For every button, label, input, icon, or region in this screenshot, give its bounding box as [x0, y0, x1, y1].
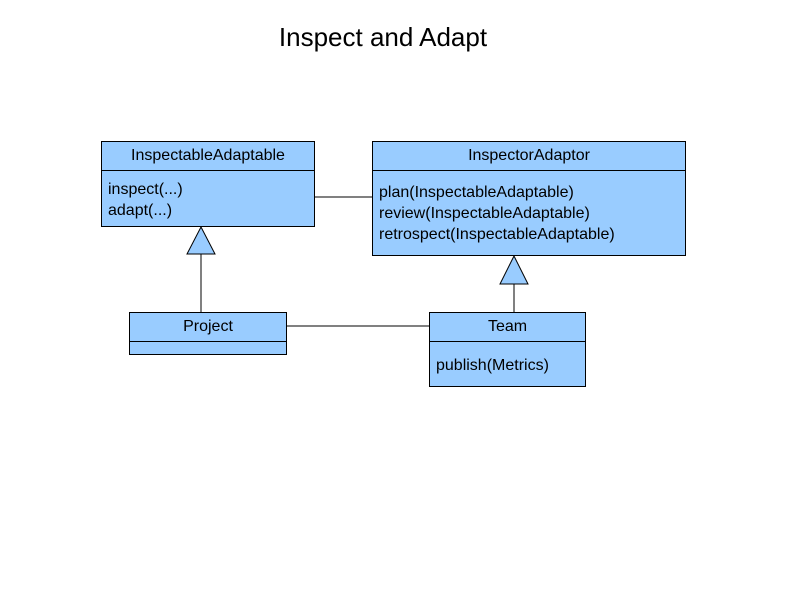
operations-compartment: publish(Metrics): [430, 342, 585, 376]
class-name: Project: [130, 313, 286, 342]
operation: retrospect(InspectableAdaptable): [379, 226, 615, 243]
class-name: InspectorAdaptor: [373, 142, 685, 171]
operation: adapt(...): [108, 202, 173, 219]
class-name: InspectableAdaptable: [102, 142, 314, 171]
operation: review(InspectableAdaptable): [379, 205, 590, 222]
class-name: Team: [430, 313, 585, 342]
operation: plan(InspectableAdaptable): [379, 184, 574, 201]
diagram-title: Inspect and Adapt: [278, 22, 488, 52]
class-project: Project: [129, 312, 287, 355]
operation: publish(Metrics): [436, 357, 549, 374]
operations-compartment: plan(InspectableAdaptable) review(Inspec…: [373, 171, 685, 245]
class-team: Team publish(Metrics): [429, 312, 586, 387]
operations-compartment: [130, 342, 286, 350]
operations-compartment: inspect(...) adapt(...): [102, 171, 314, 221]
generalization-arrowhead-team: [499, 254, 529, 285]
generalization-arrowhead-project: [186, 225, 216, 255]
operation: inspect(...): [108, 181, 183, 198]
class-inspector-adaptor: InspectorAdaptor plan(InspectableAdaptab…: [372, 141, 686, 256]
class-inspectable-adaptable: InspectableAdaptable inspect(...) adapt(…: [101, 141, 315, 227]
